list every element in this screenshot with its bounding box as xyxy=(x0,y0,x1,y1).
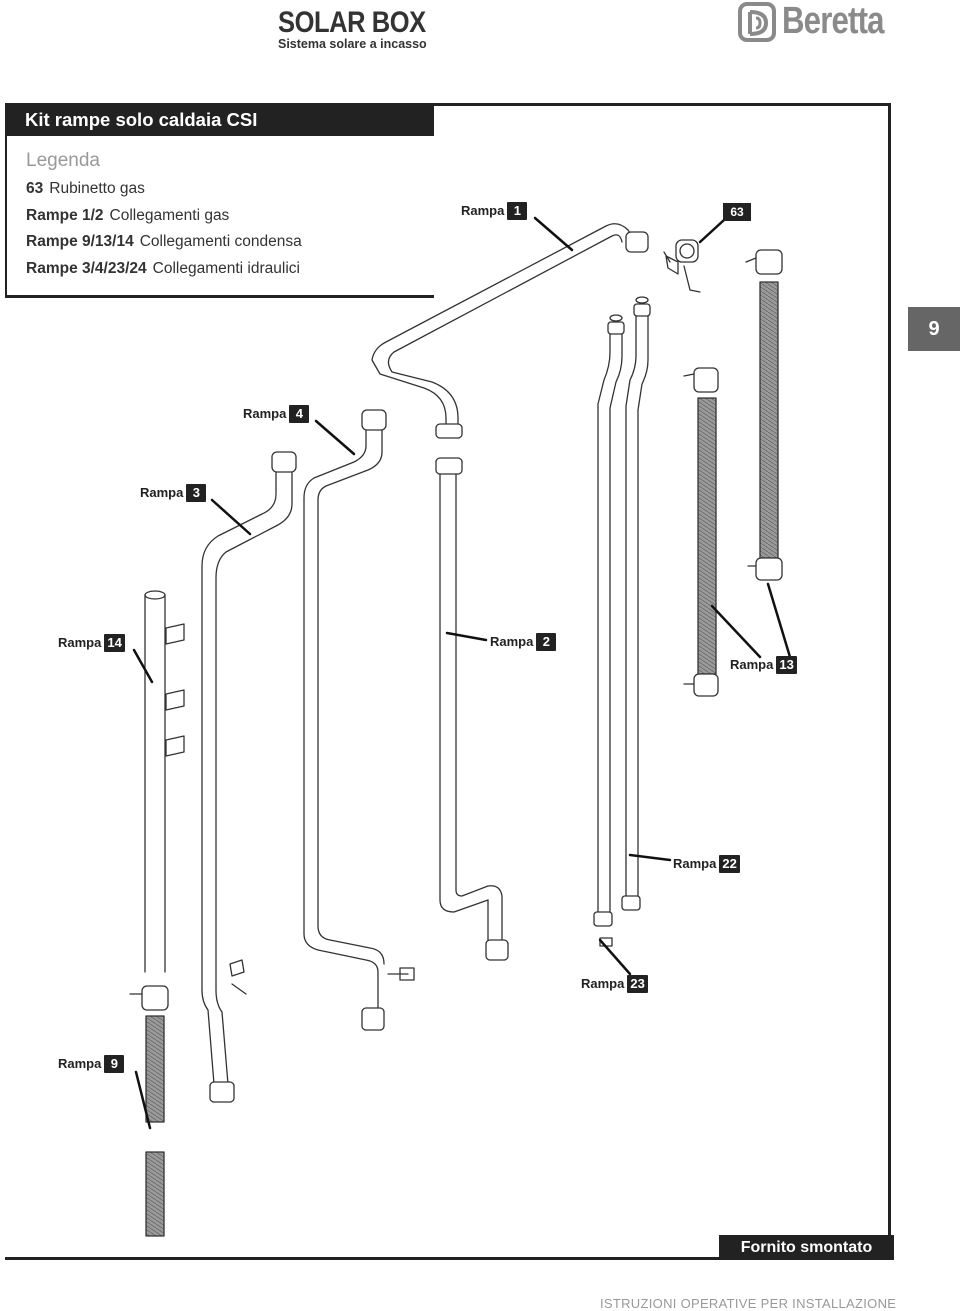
legend-code: Rampe 1/2 xyxy=(26,207,104,224)
callout-number: 3 xyxy=(186,484,207,502)
callout-number: 4 xyxy=(289,405,310,423)
leader-line-rampa-23 xyxy=(598,938,632,976)
rampa-4-pipe xyxy=(303,409,415,1031)
callout-number: 13 xyxy=(776,656,797,674)
kit-title: Kit rampe solo caldaia CSI xyxy=(5,103,434,136)
callout-label: Rampa xyxy=(243,406,287,421)
callout-label: Rampa xyxy=(673,856,717,871)
fornito-smontato-label: Fornito smontato xyxy=(719,1235,894,1260)
legend-text: Collegamenti idraulici xyxy=(152,260,300,277)
legend-code: 63 xyxy=(26,180,44,197)
content-frame xyxy=(5,103,891,1260)
legend-title: Legenda xyxy=(26,150,100,171)
rampa-1-pipe xyxy=(371,223,649,439)
legend-text: Collegamenti gas xyxy=(109,207,230,224)
callout-number: 23 xyxy=(627,975,648,993)
callout-label: Rampa xyxy=(461,203,505,218)
product-subtitle: Sistema solare a incasso xyxy=(278,37,427,51)
legend-item: Rampe 1/2 Collegamenti gas xyxy=(26,207,229,225)
leader-line-rampa-1 xyxy=(533,216,574,252)
callout-number: 2 xyxy=(536,633,557,651)
gas-cock-63 xyxy=(663,239,701,293)
beretta-logo-icon xyxy=(738,2,776,42)
legend-text: Collegamenti condensa xyxy=(139,233,302,250)
chapter-tab: 9 xyxy=(908,307,960,351)
leader-line-rampa-13-b xyxy=(766,582,792,659)
leader-line-rampa-2 xyxy=(445,631,488,642)
leader-line-rampa-9 xyxy=(134,1070,152,1130)
legend-code: Rampe 3/4/23/24 xyxy=(26,260,147,277)
leader-line-rampa-3 xyxy=(210,498,252,536)
callout-number: 22 xyxy=(719,855,740,873)
callout-63: 63 xyxy=(723,203,751,221)
callout-label: Rampa xyxy=(581,976,625,991)
callout-number: 1 xyxy=(507,202,528,220)
callout-label: Rampa xyxy=(490,634,534,649)
beretta-logo-text: Beretta xyxy=(782,0,884,42)
leader-line-rampa-14 xyxy=(132,648,154,684)
rampa-9-hose xyxy=(129,985,169,1237)
legend-item: Rampe 9/13/14 Collegamenti condensa xyxy=(26,233,302,251)
rampa-2-pipe xyxy=(435,457,509,961)
page-footer: ISTRUZIONI OPERATIVE PER INSTALLAZIONE xyxy=(600,1296,897,1311)
rampa-14-pipe xyxy=(144,590,185,973)
leader-line-rampa-13-a xyxy=(710,604,762,659)
legend-text: Rubinetto gas xyxy=(49,180,145,197)
leader-line-rampa-22 xyxy=(628,853,672,862)
beretta-logo: Beretta xyxy=(738,0,914,46)
legend-box xyxy=(5,136,434,298)
callout-label: Rampa xyxy=(730,657,774,672)
callout-label: Rampa xyxy=(58,1056,102,1071)
callout-label: Rampa xyxy=(140,485,184,500)
callout-label: Rampa xyxy=(58,635,102,650)
legend-item: 63 Rubinetto gas xyxy=(26,180,145,198)
leader-line-rampa-4 xyxy=(314,419,356,456)
callout-number: 14 xyxy=(104,634,125,652)
legend-code: Rampe 9/13/14 xyxy=(26,233,134,250)
rampa-22-23-pipes xyxy=(593,296,651,947)
rampa-3-pipe xyxy=(201,451,297,1103)
legend-item: Rampe 3/4/23/24 Collegamenti idraulici xyxy=(26,260,300,278)
callout-number: 9 xyxy=(104,1055,125,1073)
product-title: SOLAR BOX xyxy=(278,6,426,39)
leader-line-63 xyxy=(698,218,726,244)
